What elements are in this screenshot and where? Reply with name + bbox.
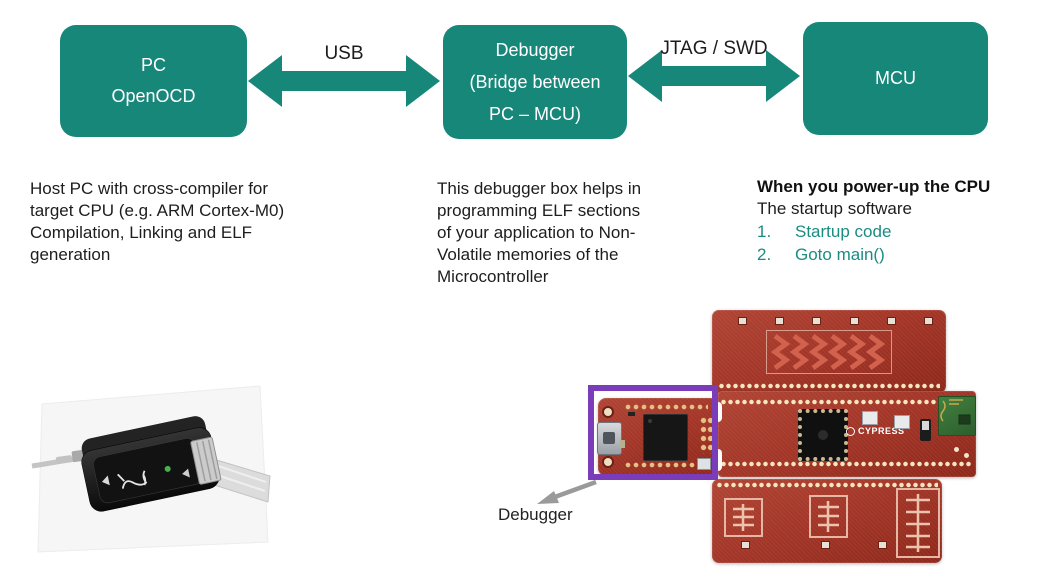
reset-button (894, 415, 910, 429)
note-pc-line: generation (30, 245, 111, 264)
debug-probe-photo (31, 385, 271, 553)
node-debugger-line1: Debugger (495, 40, 575, 60)
probe-body (81, 416, 222, 512)
user-button (862, 411, 878, 425)
double-arrow-usb-icon (248, 55, 440, 107)
mounting-hole (602, 456, 614, 468)
note-mcu-subheading: The startup software (757, 199, 912, 218)
cypress-logo-text: CYPRESS (858, 426, 905, 436)
micro-usb-connector (597, 422, 622, 455)
flow-node-debugger: Debugger (Bridge between PC – MCU) (443, 25, 627, 139)
callout-arrow-icon (537, 479, 597, 504)
node-mcu-line1: MCU (875, 68, 916, 88)
note-debugger-line: Volatile memories of the (437, 245, 619, 264)
debugger-chip (643, 414, 688, 461)
note-debugger: This debugger box helps in programming E… (437, 178, 747, 288)
list-text: Startup code (795, 222, 892, 241)
ble-module (938, 396, 976, 436)
note-pc-line: target CPU (e.g. ARM Cortex-M0) (30, 201, 285, 220)
note-debugger-line: Microcontroller (437, 267, 549, 286)
debugger-highlight-box (588, 385, 718, 480)
board-led (924, 317, 933, 325)
board-led (878, 541, 887, 549)
note-pc-line: Compilation, Linking and ELF (30, 223, 253, 242)
snap-off-slot (714, 402, 722, 422)
list-text: Goto main() (795, 245, 885, 264)
link-label-usb: USB (324, 43, 364, 64)
board-led (812, 317, 821, 325)
probe-led (164, 465, 171, 472)
list-number: 1. (757, 222, 772, 241)
touch-button-pattern (809, 495, 848, 538)
board-bottom-wing (712, 479, 942, 563)
pin-hole-row (720, 399, 972, 405)
dev-board-photo: CYPRESS (597, 303, 978, 565)
note-pc: Host PC with cross-compiler for target C… (30, 178, 370, 266)
pad-row (624, 404, 708, 410)
pin-hole-row (716, 482, 938, 488)
board-led (738, 317, 747, 325)
board-led (850, 317, 859, 325)
flow-node-pc: PC OpenOCD (60, 25, 247, 137)
pin-hole-row (718, 383, 940, 389)
startup-list-item-2: 2. Goto main() (757, 243, 1047, 266)
note-debugger-line: This debugger box helps in (437, 179, 642, 198)
board-led (741, 541, 750, 549)
board-led (821, 541, 830, 549)
pad-row (624, 462, 708, 468)
board-debugger-section (597, 398, 718, 476)
node-debugger-line3: PC – MCU) (488, 104, 581, 124)
callout-label-debugger: Debugger (498, 505, 573, 524)
probe-logo-signature (117, 470, 148, 489)
board-top-wing (712, 310, 946, 393)
note-pc-line: Host PC with cross-compiler for (30, 179, 269, 198)
node-debugger-line2: (Bridge between (469, 72, 601, 92)
mounting-hole (602, 406, 614, 418)
snap-off-slot (714, 449, 722, 471)
board-led (887, 317, 896, 325)
board-main-strip: CYPRESS (718, 391, 976, 477)
cypress-logo-mark-icon (846, 426, 855, 436)
note-debugger-line: of your application to Non- (437, 223, 636, 242)
note-debugger-line: programming ELF sections (437, 201, 641, 220)
note-mcu: When you power-up the CPU The startup so… (757, 176, 1047, 266)
cypress-logo: CYPRESS (846, 425, 922, 437)
reset-button (697, 458, 711, 470)
pin-hole-row (720, 461, 972, 467)
node-pc-line2: OpenOCD (111, 86, 196, 106)
list-number: 2. (757, 245, 772, 264)
header-pad-grid (700, 416, 714, 454)
note-mcu-heading: When you power-up the CPU (757, 177, 991, 196)
flow-node-mcu: MCU (803, 22, 988, 135)
double-arrow-jtag-icon (628, 50, 800, 102)
power-switch (920, 419, 931, 441)
mcu-chip (798, 409, 848, 461)
touch-button-pattern (896, 488, 940, 558)
touch-slider-zigzag (766, 330, 892, 374)
touch-button-pattern (724, 498, 763, 537)
link-label-jtag-swd: JTAG / SWD (660, 38, 768, 59)
node-pc-line1: PC (140, 55, 166, 75)
startup-list-item-1: 1. Startup code (757, 220, 1047, 243)
board-led (775, 317, 784, 325)
